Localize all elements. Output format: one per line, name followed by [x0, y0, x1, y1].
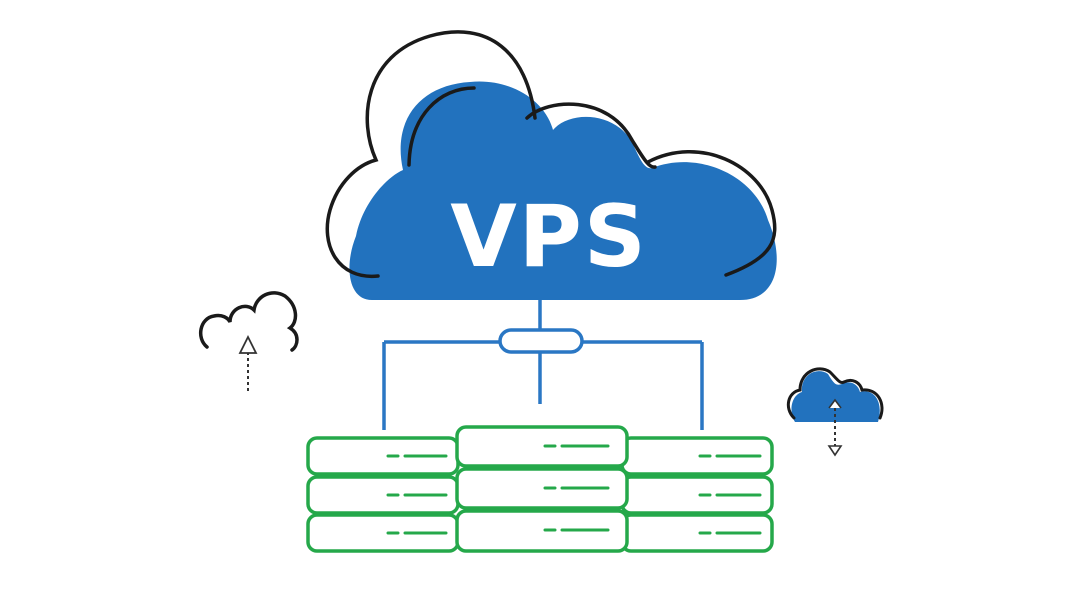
vps-label: VPS	[450, 187, 648, 287]
upload-arrow-icon	[238, 334, 258, 392]
server-indicators	[386, 444, 762, 535]
server-unit	[455, 509, 629, 553]
download-arrow-icon	[827, 398, 843, 457]
server-unit	[455, 467, 629, 510]
main-cloud-outline-top	[525, 102, 657, 169]
main-cloud: VPS	[325, 30, 777, 300]
main-cloud-outline-right	[646, 150, 777, 277]
cloud-icon	[198, 291, 299, 352]
download-cloud-icon	[786, 367, 884, 457]
server-unit	[455, 425, 629, 468]
main-cloud-outline	[325, 30, 537, 278]
network-connectors	[382, 300, 704, 430]
cloud-icon	[791, 371, 880, 422]
main-cloud-fill	[349, 81, 777, 300]
upload-cloud-icon	[198, 291, 299, 392]
network-hub	[498, 328, 584, 354]
server-stack-center	[455, 425, 629, 553]
small-cloud-outline	[786, 367, 884, 420]
server-stack-right	[620, 436, 774, 553]
main-cloud-inner-curve	[407, 86, 476, 167]
